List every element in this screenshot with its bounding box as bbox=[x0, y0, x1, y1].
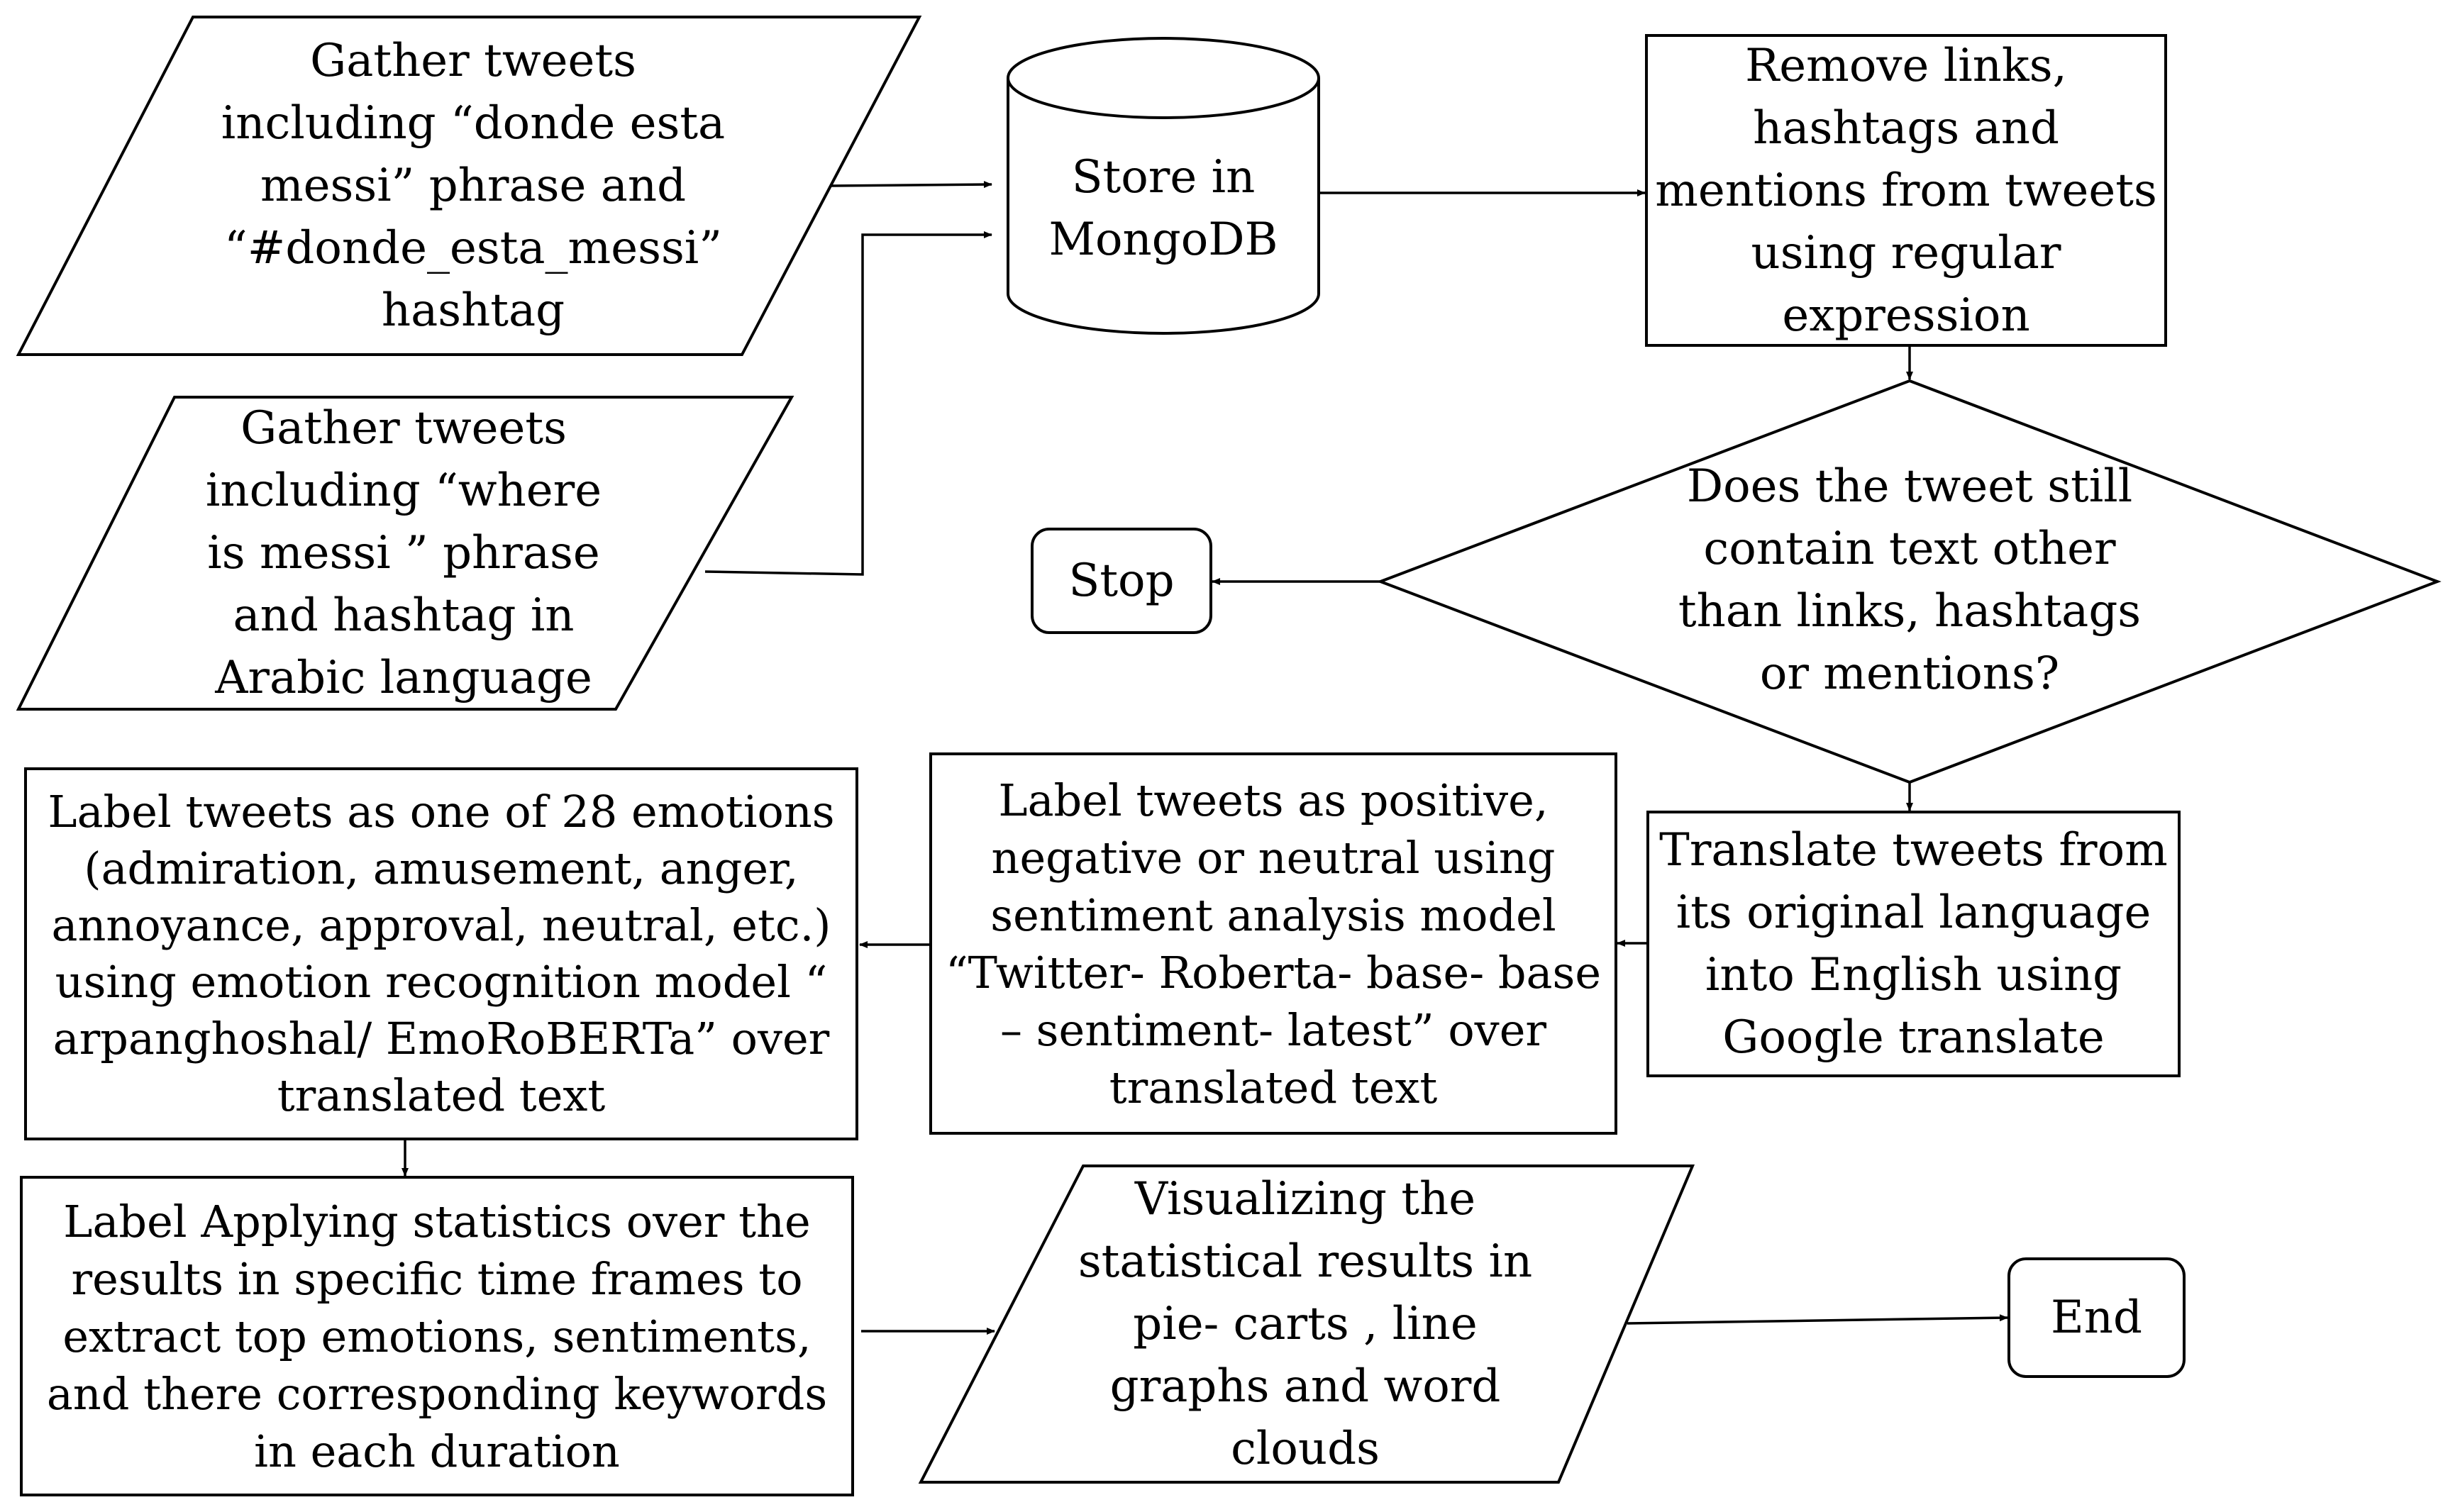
statistics-label: Label Applying statistics over the resul… bbox=[21, 1177, 853, 1495]
text-line: translated text bbox=[277, 1069, 606, 1121]
decision-text: Does the tweet still contain text other … bbox=[1678, 455, 2141, 705]
text-line: including “donde esta bbox=[221, 97, 726, 150]
translate-text: Translate tweets from its original langu… bbox=[1659, 819, 2168, 1069]
remove-rectangle bbox=[1645, 34, 2167, 347]
edge-visualize-to-end bbox=[1627, 1314, 2008, 1325]
edge-gather-arabic-to-store bbox=[704, 231, 992, 576]
text-line: extract top emotions, sentiments, bbox=[62, 1310, 812, 1362]
text-line: is messi ” phrase bbox=[207, 527, 600, 579]
text-line: including “where bbox=[205, 465, 602, 517]
text-line: or mentions? bbox=[1759, 647, 2060, 700]
visualize-label: Visualizing the statistical results in p… bbox=[1050, 1167, 1561, 1481]
text-line: MongoDB bbox=[1048, 213, 1278, 266]
text-line: hashtags and bbox=[1753, 101, 2059, 155]
gather-arabic-parallelogram bbox=[16, 396, 794, 711]
text-line: translated text bbox=[1109, 1061, 1438, 1113]
text-line: Store in bbox=[1071, 151, 1256, 204]
text-line: Gather tweets bbox=[240, 402, 567, 455]
text-line: contain text other bbox=[1703, 523, 2116, 575]
visualize-parallelogram bbox=[918, 1164, 1695, 1484]
text-line: and hashtag in bbox=[233, 589, 575, 642]
visualize-text: Visualizing the statistical results in p… bbox=[1078, 1168, 1532, 1480]
gather-spanish-label: Gather tweets including “donde esta mess… bbox=[200, 27, 746, 345]
gather-spanish-text: Gather tweets including “donde esta mess… bbox=[221, 30, 725, 342]
edge-gather-spanish-to-store bbox=[831, 181, 992, 189]
store-text: Store in MongoDB bbox=[1048, 146, 1278, 271]
text-line: Label Applying statistics over the bbox=[63, 1195, 811, 1247]
text-line: graphs and word bbox=[1109, 1360, 1501, 1413]
text-line: Remove links, bbox=[1745, 39, 2067, 92]
text-line: into English using bbox=[1705, 949, 2122, 1001]
text-line: its original language bbox=[1676, 886, 2151, 939]
text-line: Label tweets as one of 28 emotions bbox=[48, 786, 835, 838]
remove-label: Remove links, hashtags and mentions from… bbox=[1646, 35, 2166, 345]
stop-rounded-rectangle bbox=[1031, 528, 1212, 634]
text-line: sentiment analysis model bbox=[990, 889, 1556, 941]
text-line: messi” phrase and bbox=[260, 160, 687, 212]
text-line: (admiration, amusement, anger, bbox=[84, 843, 799, 894]
text-line: Gather tweets bbox=[310, 35, 636, 87]
end-text: End bbox=[2051, 1286, 2142, 1349]
sentiment-text: Label tweets as positive, negative or ne… bbox=[946, 772, 1601, 1116]
statistics-rectangle bbox=[20, 1176, 854, 1496]
text-line: arpanghoshal/ EmoRoBERTa” over bbox=[52, 1013, 830, 1064]
text-line: Google translate bbox=[1722, 1011, 2105, 1064]
text-line: “Twitter- Roberta- base- base bbox=[945, 946, 1602, 999]
text-line: Label tweets as positive, bbox=[998, 774, 1549, 826]
text-line: using regular bbox=[1751, 226, 2061, 279]
text-line: – sentiment- latest” over bbox=[999, 1004, 1547, 1056]
text-line: pie- carts , line bbox=[1133, 1298, 1478, 1350]
gather-arabic-label: Gather tweets including “where is messi … bbox=[152, 399, 655, 708]
text-line: and there corresponding keywords bbox=[46, 1367, 828, 1420]
text-line: clouds bbox=[1231, 1423, 1380, 1475]
emotion-label: Label tweets as one of 28 emotions (admi… bbox=[26, 769, 857, 1139]
text-line: hashtag bbox=[381, 284, 565, 337]
stop-label: Stop bbox=[1032, 529, 1211, 633]
text-line: Arabic language bbox=[215, 652, 592, 704]
gather-arabic-text: Gather tweets including “where is messi … bbox=[206, 397, 602, 709]
sentiment-label: Label tweets as positive, negative or ne… bbox=[931, 754, 1616, 1133]
text-line: results in specific time frames to bbox=[71, 1252, 803, 1305]
translate-rectangle bbox=[1646, 811, 2181, 1077]
text-line: mentions from tweets bbox=[1655, 164, 2157, 217]
store-cylinder bbox=[1007, 37, 1320, 335]
stop-text: Stop bbox=[1068, 550, 1174, 612]
text-line: Does the tweet still bbox=[1686, 460, 2133, 513]
emotion-text: Label tweets as one of 28 emotions (admi… bbox=[48, 784, 834, 1124]
text-line: “#donde_esta_messi” bbox=[224, 222, 722, 274]
decision-label: Does the tweet still contain text other … bbox=[1629, 454, 2191, 706]
end-rounded-rectangle bbox=[2007, 1257, 2186, 1378]
statistics-text: Label Applying statistics over the resul… bbox=[47, 1193, 827, 1480]
text-line: statistical results in bbox=[1078, 1235, 1533, 1288]
text-line: End bbox=[2051, 1291, 2142, 1344]
text-line: in each duration bbox=[254, 1425, 620, 1477]
text-line: Visualizing the bbox=[1134, 1173, 1476, 1225]
translate-label: Translate tweets from its original langu… bbox=[1648, 812, 2179, 1076]
store-label: Store in MongoDB bbox=[1008, 146, 1319, 271]
emotion-rectangle bbox=[24, 767, 858, 1140]
text-line: expression bbox=[1782, 289, 2030, 342]
remove-text: Remove links, hashtags and mentions from… bbox=[1655, 35, 2157, 347]
text-line: negative or neutral using bbox=[991, 831, 1556, 884]
text-line: Stop bbox=[1068, 555, 1175, 607]
text-line: annoyance, approval, neutral, etc.) bbox=[51, 899, 831, 951]
sentiment-rectangle bbox=[929, 752, 1617, 1135]
text-line: using emotion recognition model “ bbox=[55, 956, 828, 1008]
text-line: than links, hashtags bbox=[1678, 585, 2142, 638]
text-line: Translate tweets from bbox=[1659, 824, 2168, 877]
end-label: End bbox=[2009, 1259, 2184, 1377]
gather-spanish-parallelogram bbox=[16, 16, 922, 356]
